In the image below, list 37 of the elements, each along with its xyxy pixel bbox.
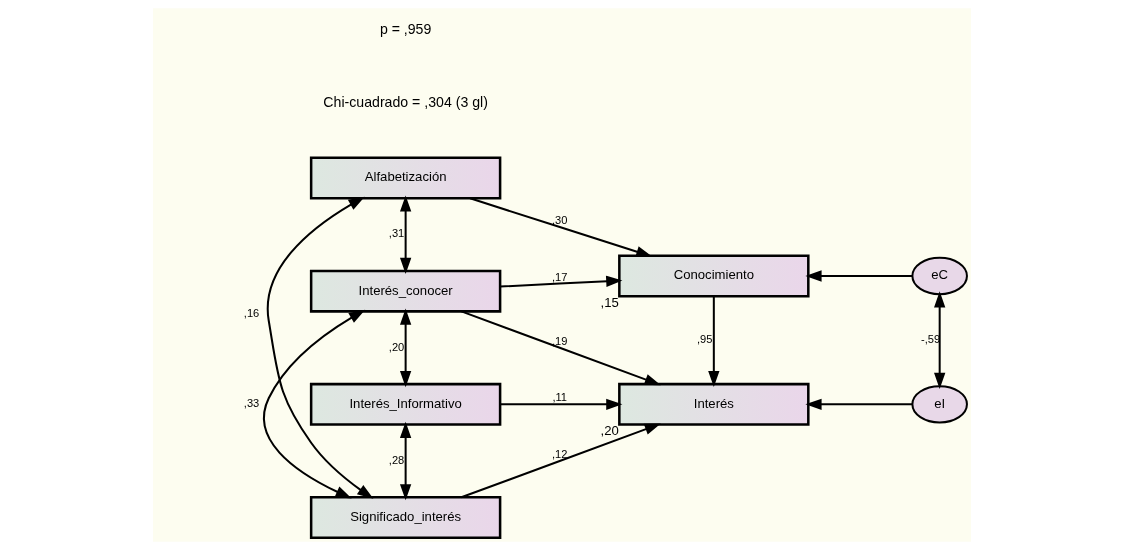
edge-label: ,16 <box>243 307 259 320</box>
arrow <box>499 275 622 288</box>
label: Chi-cuadrado = ,304 (3 gl) <box>322 93 488 110</box>
label: p = ,959 <box>379 21 431 38</box>
edge-label: ,19 <box>551 334 567 347</box>
node-label: ,20 <box>600 423 619 439</box>
arrow <box>266 196 373 499</box>
edge-label: ,33 <box>243 397 259 410</box>
arrow <box>460 423 661 499</box>
arrow <box>707 296 719 388</box>
arrow <box>399 195 411 274</box>
node-box: Interés <box>617 382 810 426</box>
node-box: Interés_conocer <box>309 269 501 313</box>
edge-label: ,17 <box>551 270 567 283</box>
edge-label: ,12 <box>551 447 567 460</box>
arrow <box>399 421 411 501</box>
edge-label: ,31 <box>388 227 404 240</box>
arrow <box>399 308 411 388</box>
node-ellipse: eI <box>910 385 968 424</box>
node-box: Interés_Informativo <box>309 382 501 426</box>
edge-label: ,28 <box>388 453 404 466</box>
arrow <box>499 398 622 410</box>
node-box: Conocimiento <box>617 254 810 298</box>
node-label: ,15 <box>600 294 619 310</box>
node-box: Alfabetización <box>309 156 501 200</box>
arrow <box>933 291 945 389</box>
edge-label: ,30 <box>551 214 567 227</box>
node-box: Significado_interés <box>309 496 501 539</box>
arrow <box>262 309 365 499</box>
edge-label: ,20 <box>388 340 404 353</box>
arrow <box>469 197 652 258</box>
arrow <box>804 270 912 282</box>
arrow <box>460 310 661 386</box>
node-ellipse: eC <box>910 256 968 296</box>
arrow <box>804 398 912 410</box>
edge-label: ,11 <box>551 391 567 404</box>
edge-label: ,95 <box>696 333 712 346</box>
